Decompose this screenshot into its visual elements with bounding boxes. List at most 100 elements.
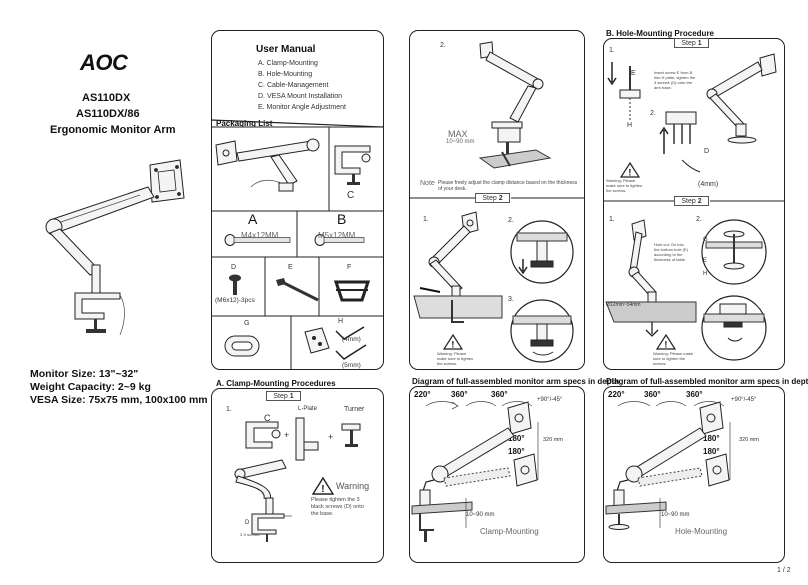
clamp-deg-360a: 360°: [451, 390, 468, 399]
clamp-deg-220: 220°: [414, 390, 431, 399]
part-d-label: D: [231, 264, 237, 271]
clamp-desk: 10~90 mm: [466, 512, 495, 518]
brand-logo: AOC: [80, 50, 128, 75]
screw-d-icon: [229, 274, 241, 295]
hole-label-e: E: [631, 70, 636, 77]
clamp-label-turner: Turner: [344, 406, 365, 413]
cover-monitor-arm-illustration: [45, 159, 185, 336]
hole-warning-text: Warning: Please make sure to tighten the…: [606, 178, 643, 193]
hole-deg-220: 220°: [608, 390, 625, 399]
part-c-label: C: [347, 190, 355, 201]
packaging-arm-icon: [215, 138, 320, 192]
manual-title: User Manual: [256, 44, 316, 55]
spec-line-2: Weight Capacity: 2~9 kg: [30, 381, 151, 393]
step-num: 1: [697, 40, 702, 47]
hole-num-2: 2.: [650, 110, 656, 117]
hole-deg-180a: 180°: [703, 434, 720, 443]
step-num: 1: [289, 393, 294, 400]
bracket-f-icon: [333, 280, 371, 302]
hole-deg-360b: 360°: [686, 390, 703, 399]
col3-note-label: Note: [420, 180, 435, 187]
hole-dim: Ø12mm~54mm: [606, 302, 641, 308]
hole-cut-text: Hole cut: Go into the bottom hole (E) ac…: [654, 242, 689, 262]
col3-num-2b: 2.: [508, 217, 514, 224]
hole-num-1b: 1.: [609, 216, 615, 223]
clamp-label-d: D: [245, 520, 250, 526]
part-c-clamp-icon: [334, 145, 371, 185]
product-name: Ergonomic Monitor Arm: [50, 124, 176, 136]
clamp-warning-label: Warning: [336, 481, 370, 491]
toc-item-c: C. Cable-Management: [258, 82, 329, 89]
hole-warning-icon: !: [619, 161, 641, 178]
hex-key-icon: [335, 326, 367, 360]
clamp-height: 320 mm: [543, 437, 563, 443]
hole-label-d: D: [704, 148, 710, 155]
svg-text:!: !: [664, 340, 667, 350]
clamp-warning-icon: !: [311, 476, 335, 495]
col3-num-2: 2.: [440, 42, 446, 49]
clamp-deg-180a: 180°: [508, 434, 525, 443]
col3-num-3b: 3.: [508, 296, 514, 303]
col3-arm-desk-illustration: [413, 211, 503, 323]
hole-procedure-title: B. Hole-Mounting Procedure: [606, 29, 714, 38]
hole-label-g: G: [703, 237, 708, 243]
hex-key-4mm: (4mm): [342, 336, 361, 343]
screw-b-icon: [314, 234, 365, 246]
svg-text:!: !: [451, 340, 454, 350]
model-2: AS110DX/86: [76, 108, 140, 120]
part-d-spec: (M6x12)-3pcs: [215, 297, 255, 304]
col3-num-1b: 1.: [423, 216, 429, 223]
part-f-label: F: [347, 264, 352, 271]
hole-height: 320 mm: [739, 437, 759, 443]
clamp-warning-text: Please tighten the 3 black screws (D) on…: [311, 497, 364, 517]
toc-item-d: D. VESA Mount Installation: [258, 93, 343, 100]
part-e-label: E: [288, 264, 293, 271]
hole-full-arm-diagram: [605, 401, 731, 530]
part-a-spec: M4x12MM: [241, 231, 279, 240]
hole-mounting-label: Hole-Mounting: [675, 527, 728, 536]
hole-label-h2: H: [703, 271, 708, 277]
hole-num-1: 1.: [609, 47, 615, 54]
hole-warning-icon-2: !: [655, 333, 677, 350]
part-a-label: A: [248, 211, 258, 227]
toc-item-e: E. Monitor Angle Adjustment: [258, 104, 346, 111]
user-manual-panel: [211, 30, 384, 370]
hole-divider: [603, 200, 785, 202]
hole-insert-text: Insert screw E from B into H plate, tigh…: [654, 70, 696, 90]
clamp-num-1: 1.: [226, 406, 232, 413]
step-word: Step: [482, 195, 497, 202]
step-num: 2: [498, 195, 503, 202]
clamp-mounting-label: Clamp-Mounting: [480, 527, 539, 536]
clamp-deg-360b: 360°: [491, 390, 508, 399]
model-1: AS110DX: [82, 92, 131, 104]
hole-desk-illustration: [605, 219, 697, 337]
hole-warning-text-2: Warning: Please make sure to tighten the…: [653, 351, 694, 366]
bolt-e-icon: [276, 278, 319, 302]
clamp-deg-180b: 180°: [508, 447, 525, 456]
hole-tilt: +90°/-45°: [731, 397, 757, 403]
clamp-desk-illustration: [478, 41, 552, 169]
hole-desk: 10~90 mm: [661, 512, 690, 518]
cable-clip-g-icon: [224, 335, 260, 357]
col3-warning-icon: !: [442, 333, 464, 350]
toc-item-a: A. Clamp-Mounting: [258, 60, 318, 67]
hole-zoom-2: [701, 295, 767, 361]
page-number: 1 / 2: [777, 567, 791, 574]
part-g-label: G: [244, 320, 250, 327]
clamp-parts-illustration: + +: [245, 417, 361, 461]
packaging-grid: [210, 119, 385, 370]
step-word: Step: [681, 40, 696, 47]
spec-line-3: VESA Size: 75x75 mm, 100x100 mm: [30, 394, 208, 406]
hole-deg-360a: 360°: [644, 390, 661, 399]
clamp-3-screws: 3 X screws: [240, 532, 260, 537]
part-b-spec: M5x12MM: [318, 231, 356, 240]
hole-screws-illustration: [659, 111, 701, 173]
hole-deg-180b: 180°: [703, 447, 720, 456]
col3-max-label: MAX: [448, 129, 468, 139]
clamp-assembly-illustration: [234, 459, 292, 542]
hole-arm-illustration: [706, 53, 777, 144]
